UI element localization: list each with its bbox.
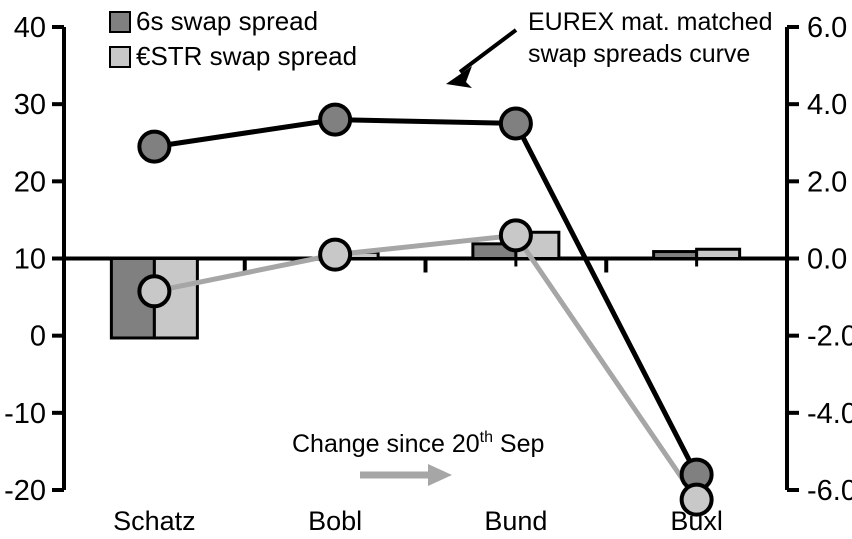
change-prefix: Change since 20 (292, 430, 480, 458)
right-axis-tick-label: 4.0 (807, 89, 847, 121)
left-axis-tick-label: -20 (4, 475, 46, 507)
right-axis-tick-label: 0.0 (807, 244, 847, 276)
left-axis-tick-label: 30 (14, 89, 46, 121)
change-superscript: th (480, 429, 493, 446)
right-axis-tick-label: -2.0 (807, 321, 852, 353)
annotation-eurex-line1: EUREX mat. matched (528, 8, 773, 36)
line-path (154, 117, 699, 476)
line-marker (679, 482, 714, 517)
category-label: Buxl (670, 506, 723, 536)
right-axis-tick-label: -4.0 (807, 398, 852, 430)
line-marker (318, 237, 353, 272)
annotation-eurex-line2: swap spreads curve (528, 40, 750, 68)
right-axis-tick-label: 6.0 (807, 12, 847, 44)
left-axis-tick-label: 0 (30, 321, 46, 353)
left-axis-tick-label: 20 (14, 166, 46, 198)
line-series-group (137, 102, 714, 517)
category-label: Bobl (308, 506, 362, 536)
legend-swatch-6s (109, 11, 131, 33)
line-path (153, 232, 699, 502)
legend-label-estr: €STR swap spread (136, 41, 357, 71)
annotation-eurex-curve: EUREX mat. matched swap spreads curve (446, 8, 773, 88)
line-marker (498, 106, 533, 141)
right-arrow-icon (360, 464, 452, 486)
category-label: Bund (484, 506, 547, 536)
legend: 6s swap spread €STR swap spread (109, 6, 357, 71)
line-marker (137, 129, 172, 164)
annotation-change-since: Change since 20th Sep (292, 429, 544, 486)
category-labels: Schatz Bobl Bund Buxl (113, 506, 723, 536)
legend-swatch-estr (109, 46, 131, 68)
legend-label-6s: 6s swap spread (136, 6, 318, 36)
left-axis-tick-label: 10 (14, 244, 46, 276)
left-axis: 40 30 20 10 0 -10 -20 (4, 12, 66, 507)
line-marker (137, 274, 172, 309)
right-axis: 6.0 4.0 2.0 0.0 -2.0 -4.0 -6.0 (785, 12, 852, 507)
bar (695, 247, 742, 261)
annotation-change-text: Change since 20th Sep (292, 429, 544, 458)
bar (652, 250, 699, 260)
left-axis-tick-label: -10 (4, 398, 46, 430)
annotation-arrow-icon (446, 28, 518, 88)
left-axis-tick-label: 40 (14, 12, 46, 44)
line-marker (318, 102, 353, 137)
right-axis-tick-label: 2.0 (807, 166, 847, 198)
category-label: Schatz (113, 506, 196, 536)
right-axis-tick-label: -6.0 (807, 475, 852, 507)
change-suffix: Sep (493, 430, 544, 458)
line-marker (498, 218, 533, 253)
